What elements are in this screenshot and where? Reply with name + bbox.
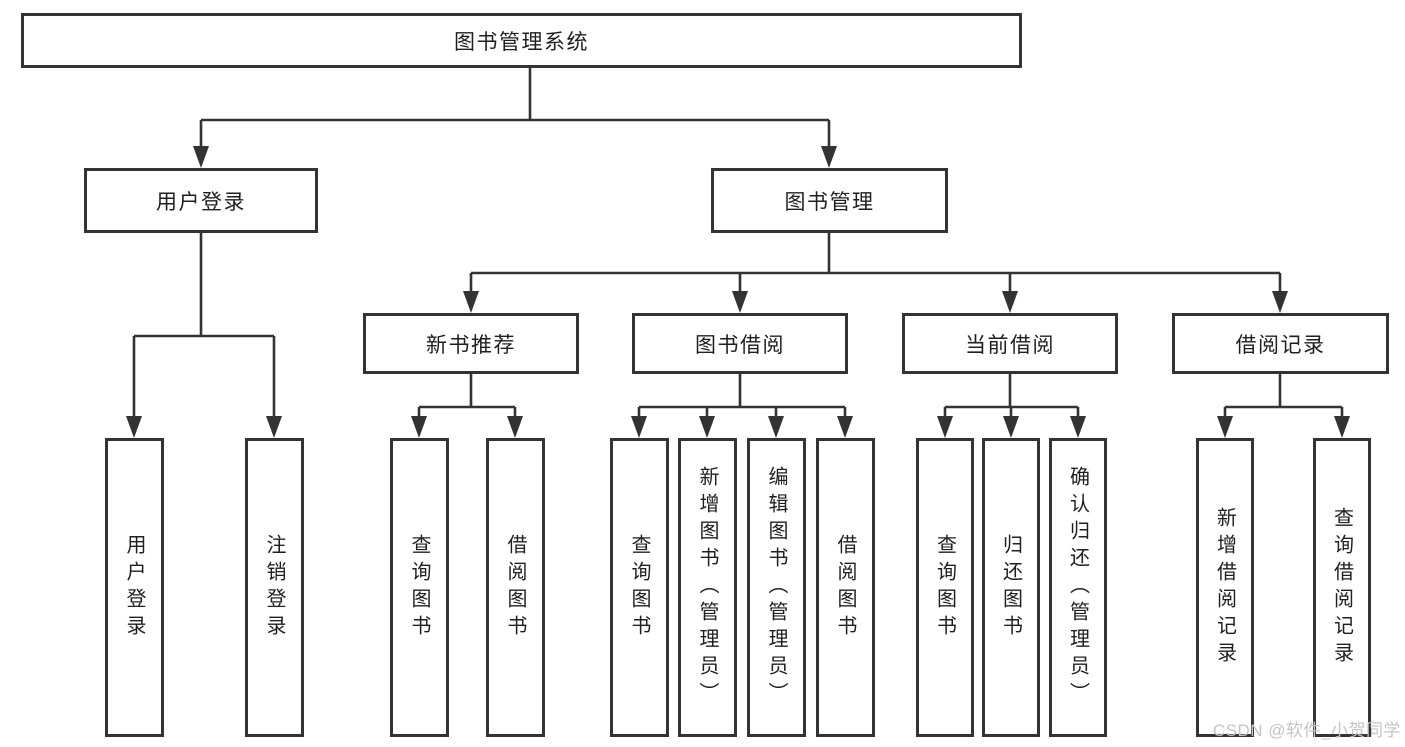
node-new-book-recommendation: 新书推荐 [363, 313, 579, 374]
leaf-borrow-borrow-books-label: 借阅图书 [834, 533, 856, 642]
node-borrowing-records: 借阅记录 [1172, 313, 1389, 374]
leaf-newbook-borrow-books-label: 借阅图书 [504, 533, 526, 642]
node-book-management: 图书管理 [711, 168, 948, 233]
leaf-logout-label: 注销登录 [263, 533, 285, 642]
leaf-newbook-query-books-label: 查询图书 [408, 533, 430, 642]
leaf-user-login: 用户登录 [105, 438, 164, 737]
leaf-current-query-books: 查询图书 [916, 438, 974, 737]
leaf-current-query-books-label: 查询图书 [933, 533, 956, 642]
leaf-records-query-record-label: 查询借阅记录 [1330, 506, 1353, 669]
leaf-records-add-record-label: 新增借阅记录 [1213, 506, 1236, 669]
watermark: CSDN @软件_小贺同学 [1212, 721, 1401, 740]
node-current-borrowing: 当前借阅 [902, 313, 1118, 374]
leaf-current-confirm-return-admin-label: 确认归还（管理员） [1066, 466, 1089, 709]
leaf-borrow-query-books: 查询图书 [610, 438, 669, 737]
node-user-login: 用户登录 [84, 168, 318, 233]
leaf-records-add-record: 新增借阅记录 [1196, 438, 1254, 737]
leaf-records-query-record: 查询借阅记录 [1313, 438, 1371, 737]
leaf-borrow-add-books-admin-label: 新增图书（管理员） [696, 466, 718, 709]
node-root: 图书管理系统 [21, 13, 1022, 68]
arrowhead-icons [126, 146, 1350, 438]
leaf-current-confirm-return-admin: 确认归还（管理员） [1049, 438, 1107, 737]
leaf-borrow-edit-books-admin: 编辑图书（管理员） [747, 438, 806, 737]
leaf-current-return-books-label: 归还图书 [999, 533, 1022, 642]
leaf-borrow-edit-books-admin-label: 编辑图书（管理员） [765, 466, 787, 709]
node-book-borrowing: 图书借阅 [632, 313, 848, 374]
connector-lines [132, 66, 1344, 420]
leaf-borrow-query-books-label: 查询图书 [628, 533, 650, 642]
leaf-logout: 注销登录 [245, 438, 304, 737]
leaf-newbook-query-books: 查询图书 [390, 438, 449, 737]
leaf-current-return-books: 归还图书 [982, 438, 1040, 737]
leaf-borrow-add-books-admin: 新增图书（管理员） [678, 438, 737, 737]
leaf-borrow-borrow-books: 借阅图书 [816, 438, 875, 737]
leaf-user-login-label: 用户登录 [123, 533, 145, 642]
leaf-newbook-borrow-books: 借阅图书 [486, 438, 545, 737]
